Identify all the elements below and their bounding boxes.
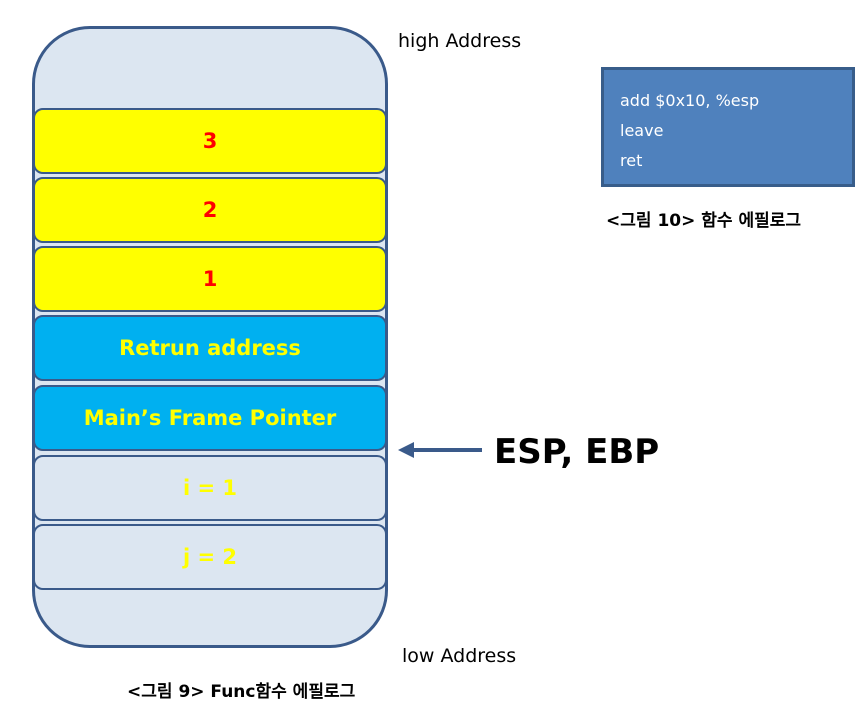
code-line-add: add $0x10, %esp xyxy=(620,91,760,110)
high-address-label: high Address xyxy=(398,30,522,52)
stack-slot-return-address: Retrun address xyxy=(33,315,387,381)
stack-slot-arg-3: 3 xyxy=(33,108,387,174)
stack-slot-local-i: i = 1 xyxy=(33,455,387,521)
low-address-label: low Address xyxy=(402,645,517,667)
stack-slot-main-frame-pointer: Main’s Frame Pointer xyxy=(33,385,387,451)
figure-10-caption: <그림 10> 함수 에필로그 xyxy=(606,211,802,231)
esp-ebp-label: ESP, EBP xyxy=(494,432,660,472)
pointer-arrow-icon xyxy=(398,438,484,462)
stack-slot-arg-1: 1 xyxy=(33,246,387,312)
figure-9-caption: <그림 9> Func함수 에필로그 xyxy=(127,682,356,702)
stack-slot-local-j: j = 2 xyxy=(33,524,387,590)
epilogue-code-box: add $0x10, %esp leave ret xyxy=(601,67,855,187)
stack-slot-arg-2: 2 xyxy=(33,177,387,243)
code-line-ret: ret xyxy=(620,151,643,170)
code-line-leave: leave xyxy=(620,121,664,140)
